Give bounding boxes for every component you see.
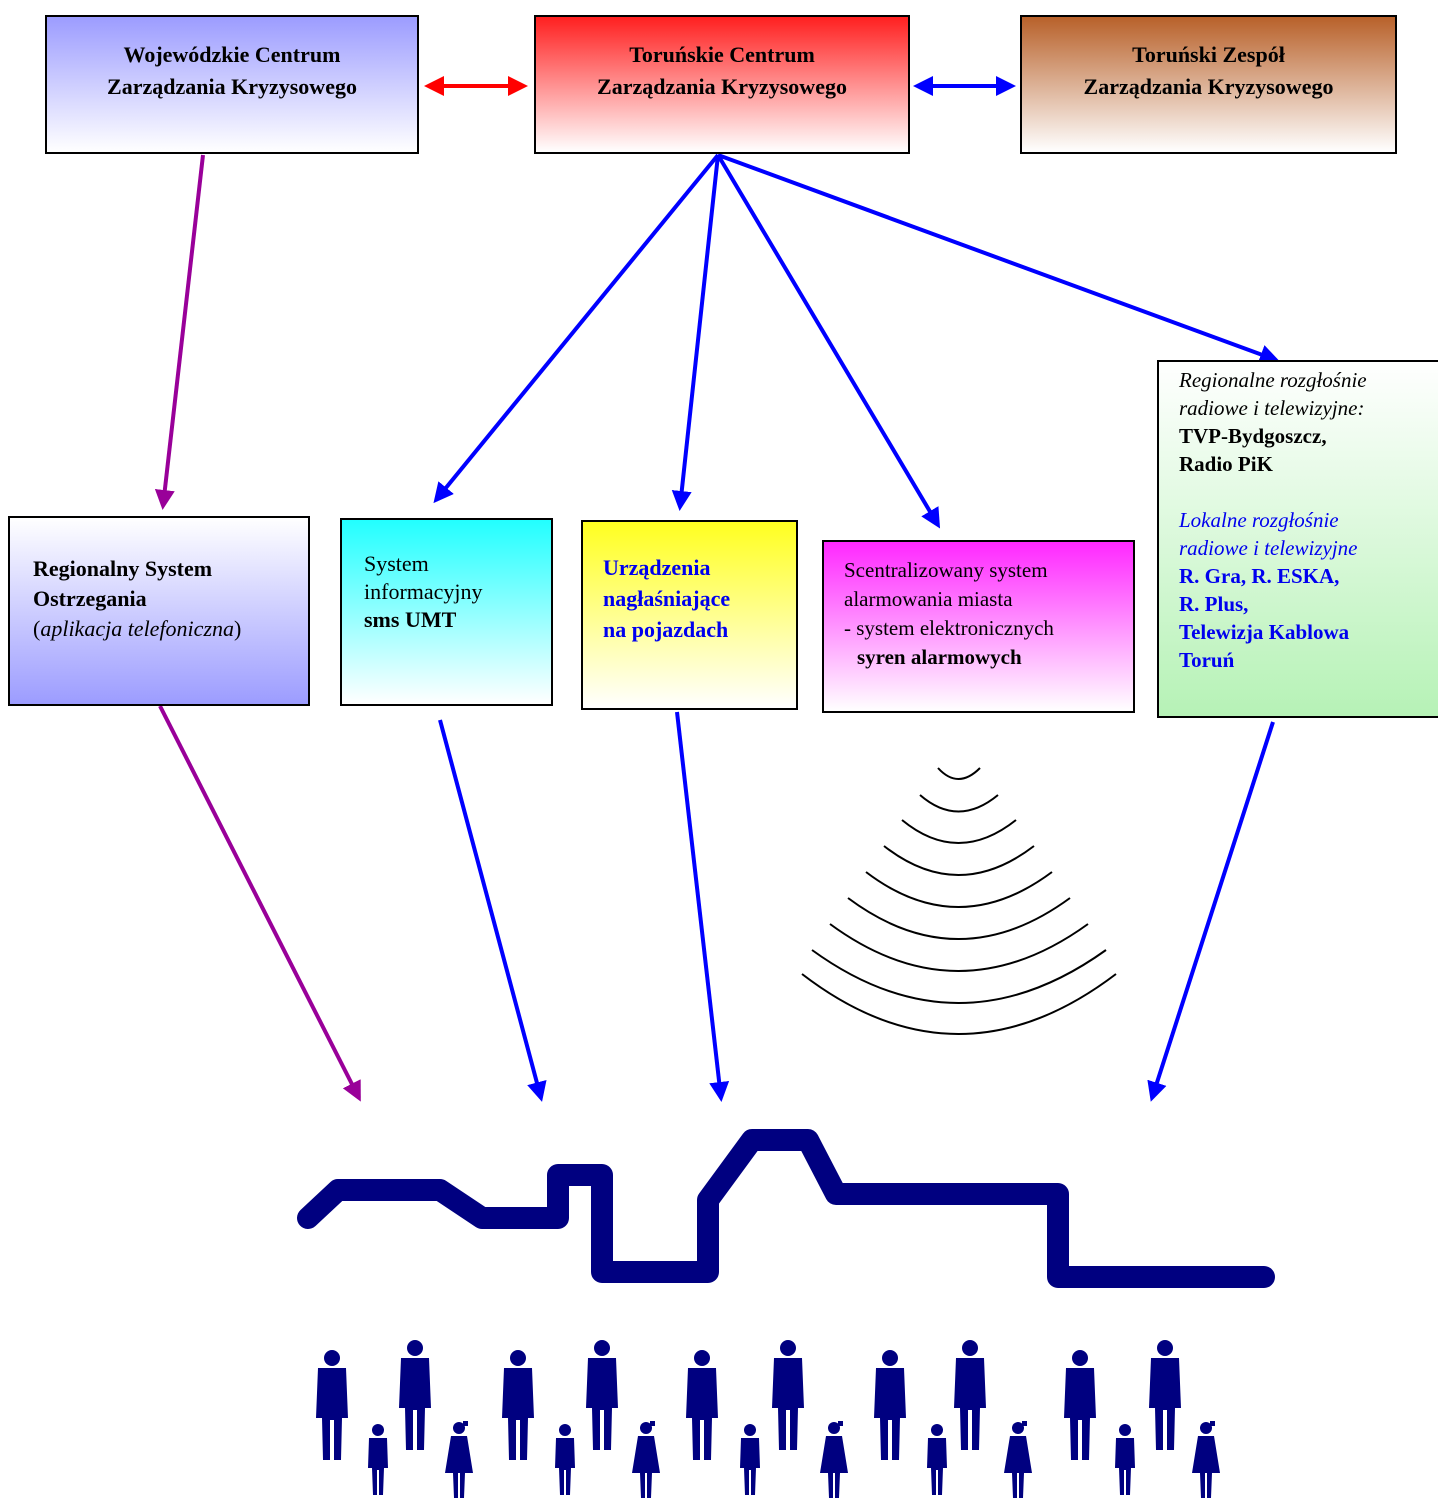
box-text-line: Scentralizowany system (844, 558, 1048, 582)
arrow-sms-population (438, 719, 547, 1102)
app-note: aplikacja telefoniczna (40, 616, 234, 641)
arrow-torunskie-syreny (716, 153, 941, 529)
arrow-rozglosnie-population (1147, 721, 1275, 1102)
box-title-line: Toruńskie Centrum (629, 42, 815, 67)
arrow-torunskie-rozglosnie (717, 153, 1280, 364)
box-title-line: Wojewódzkie Centrum (123, 42, 341, 67)
box-title-line: Ostrzegania (33, 586, 147, 611)
regional-station: TVP-Bydgoszcz, (1179, 424, 1327, 448)
box-wojewodzkie-centrum: Wojewódzkie Centrum Zarządzania Kryzysow… (45, 15, 419, 154)
siren-waves-icon (801, 767, 1117, 1035)
box-text-line: informacyjny (364, 579, 483, 604)
paren-close: ) (234, 616, 242, 641)
box-text-line: - system elektronicznych (844, 616, 1054, 640)
arrow-torunskie-sms (433, 153, 720, 504)
box-torunskie-centrum: Toruńskie Centrum Zarządzania Kryzysoweg… (534, 15, 910, 154)
box-title-line: Zarządzania Kryzysowego (107, 74, 357, 99)
box-torunski-zespol: Toruński Zespół Zarządzania Kryzysowego (1020, 15, 1397, 154)
people-families-icon (316, 1340, 1220, 1498)
box-title-line: nagłaśniające (603, 586, 731, 611)
box-title-line: Regionalny System (33, 556, 213, 581)
box-title-line: sms UMT (364, 607, 457, 632)
arrow-rso-population (158, 705, 361, 1102)
box-system-sms: System informacyjny sms UMT (340, 518, 553, 706)
city-skyline-icon (297, 1129, 1275, 1288)
box-text-line: alarmowania miasta (844, 587, 1013, 611)
box-syreny-alarmowe: Scentralizowany system alarmowania miast… (822, 540, 1135, 713)
local-station: Toruń (1179, 648, 1235, 672)
arrow-wojewodzkie-rso (154, 154, 205, 510)
box-title-line: Urządzenia (603, 555, 711, 580)
box-text-line: System (364, 551, 429, 576)
regional-heading: Regionalne rozgłośnie (1179, 368, 1367, 392)
box-urzadzenia-naglasniajace: Urządzenia nagłaśniające na pojazdach (581, 520, 798, 710)
local-station: R. Gra, R. ESKA, (1179, 564, 1340, 588)
box-title-line: na pojazdach (603, 617, 729, 642)
box-title-line: syren alarmowych (857, 645, 1022, 669)
box-rozglosnie-radiowe: Regionalne rozgłośnie radiowe i telewizy… (1157, 360, 1438, 718)
local-heading: radiowe i telewizyjne (1179, 536, 1358, 560)
local-station: R. Plus, (1179, 592, 1249, 616)
box-title-line: Zarządzania Kryzysowego (1083, 74, 1334, 99)
regional-station: Radio PiK (1179, 452, 1273, 476)
regional-heading: radiowe i telewizyjne: (1179, 396, 1365, 420)
paren-open: ( (33, 616, 41, 641)
local-heading: Lokalne rozgłośnie (1179, 508, 1339, 532)
box-regionalny-system-ostrzegania: Regionalny System Ostrzegania (aplikacja… (8, 516, 310, 706)
arrow-urzadzenia-population (675, 711, 730, 1102)
box-title-line: Zarządzania Kryzysowego (597, 74, 847, 99)
local-station: Telewizja Kablowa (1179, 620, 1350, 644)
arrow-torunskie-urzadzenia (671, 154, 720, 511)
box-subtitle: (aplikacja telefoniczna) (33, 614, 308, 644)
box-title-line: Toruński Zespół (1132, 42, 1285, 67)
